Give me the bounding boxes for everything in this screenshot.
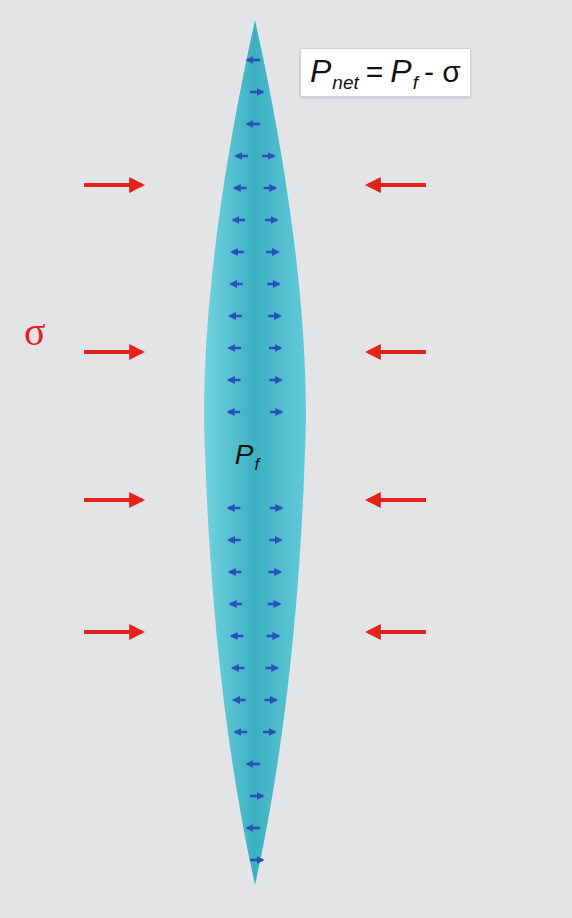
pressure-arrow — [230, 603, 242, 606]
pressure-arrow — [262, 155, 274, 158]
subscript: net — [332, 73, 358, 92]
pressure-arrow — [229, 347, 241, 350]
stress-arrow — [368, 630, 426, 634]
subscript: f — [254, 456, 259, 473]
pressure-arrow — [247, 827, 260, 830]
formula-text: Pf — [235, 441, 259, 469]
pressure-arrow — [235, 731, 247, 734]
formula-text: Pnet=Pf- σ — [301, 49, 470, 96]
pressure-arrow — [263, 731, 275, 734]
fracture-outline — [204, 20, 306, 885]
pressure-arrow — [268, 603, 280, 606]
pressure-arrow — [269, 539, 281, 542]
pressure-arrow — [266, 667, 278, 670]
formula-symbol: P — [390, 55, 411, 87]
pressure-arrow — [264, 699, 276, 702]
pressure-arrow — [229, 539, 241, 542]
formula-symbol: = — [366, 57, 384, 87]
pressure-arrow — [229, 571, 241, 574]
pressure-arrow — [228, 411, 240, 414]
formula-symbol: P — [235, 441, 254, 469]
pressure-arrow — [247, 763, 260, 766]
stress-arrow — [84, 183, 142, 187]
pressure-arrow — [269, 571, 281, 574]
formula-box: Pnet=Pf- σ — [300, 48, 471, 97]
stress-symbol: σ — [24, 312, 46, 352]
pressure-arrow — [231, 635, 243, 638]
pressure-arrow — [269, 379, 281, 382]
pressure-arrow — [230, 315, 242, 318]
pressure-arrow — [233, 219, 245, 222]
pressure-arrow — [234, 699, 246, 702]
pressure-arrow — [250, 91, 263, 94]
pressure-arrow — [231, 283, 243, 286]
stress-arrow — [368, 183, 426, 187]
pressure-arrow — [268, 315, 280, 318]
pressure-arrow — [265, 219, 277, 222]
pressure-arrow — [267, 283, 279, 286]
pressure-arrow — [228, 507, 240, 510]
pressure-arrow — [232, 251, 244, 254]
pressure-arrow — [270, 507, 282, 510]
pressure-arrow — [234, 187, 246, 190]
pressure-arrow — [250, 795, 263, 798]
formula-symbol: P — [310, 55, 331, 87]
stress-arrow — [84, 630, 142, 634]
pressure-arrow — [247, 123, 260, 126]
formula-symbol: - σ — [424, 57, 461, 87]
pressure-arrow — [250, 859, 263, 862]
stress-arrow — [368, 350, 426, 354]
stress-arrow — [84, 498, 142, 502]
pressure-arrow — [236, 155, 248, 158]
pressure-arrow — [269, 347, 281, 350]
pressure-arrow — [229, 379, 241, 382]
pressure-arrow — [267, 635, 279, 638]
subscript: f — [413, 73, 418, 92]
pressure-arrow — [264, 187, 276, 190]
pressure-arrow — [270, 411, 282, 414]
stress-arrow — [368, 498, 426, 502]
pressure-arrow — [232, 667, 244, 670]
fracture: Pf — [195, 15, 315, 895]
stress-arrow — [84, 350, 142, 354]
pressure-arrow — [266, 251, 278, 254]
pressure-arrow — [247, 59, 260, 62]
